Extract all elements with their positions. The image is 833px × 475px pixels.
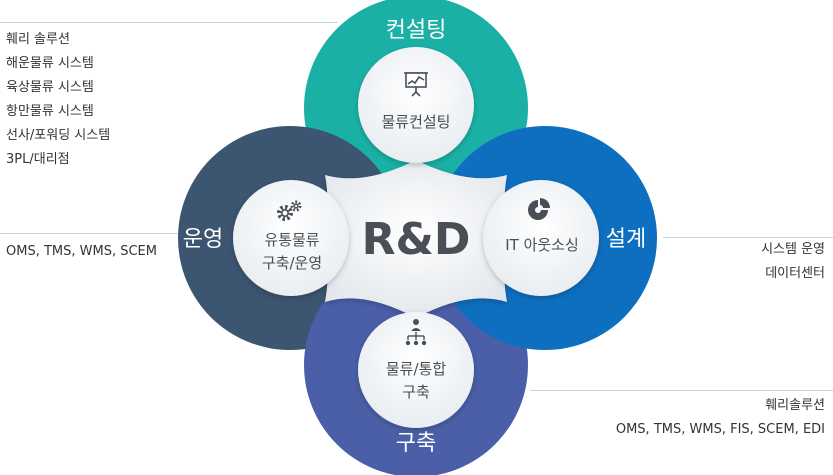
inner-label-right: IT 아웃소싱 <box>505 236 579 254</box>
network-hierarchy-icon <box>405 319 427 346</box>
petal-title-right: 설계 <box>606 227 646 252</box>
list-right: 시스템 운영 데이터센터 <box>761 238 825 286</box>
list-item: 육상물류 시스템 <box>6 80 94 95</box>
list-item: 선사/포워딩 시스템 <box>6 128 111 143</box>
petal-title-left: 운영 <box>183 227 223 252</box>
list-bottom-right: 훼리솔루션 OMS, TMS, WMS, FIS, SCEM, EDI <box>616 394 825 442</box>
list-item: 해운물류 시스템 <box>6 56 94 71</box>
center-star <box>310 160 522 318</box>
list-item: 시스템 운영 <box>761 242 825 257</box>
connector-line-bottom-right <box>530 390 833 391</box>
inner-circle-left <box>233 180 349 296</box>
petal-title-top: 컨설팅 <box>386 18 447 43</box>
inner-label-bottom-1: 물류/통합 <box>386 360 446 378</box>
center-label: R&D <box>362 214 471 265</box>
inner-label-left-1: 유통물류 <box>264 231 319 249</box>
list-item: 훼리솔루션 <box>765 398 825 413</box>
list-item: 3PL/대리점 <box>6 152 70 167</box>
list-left: OMS, TMS, WMS, SCEM <box>6 240 157 264</box>
inner-label-top: 물류컨설팅 <box>381 113 450 131</box>
list-item: OMS, TMS, WMS, SCEM <box>6 244 157 259</box>
list-item: 항만물류 시스템 <box>6 104 94 119</box>
inner-circle-top <box>358 47 474 163</box>
inner-circle-bottom <box>358 312 474 428</box>
inner-circle-right <box>483 180 599 296</box>
connector-line-right <box>663 237 833 238</box>
list-item: 데이터센터 <box>765 266 825 281</box>
list-item: OMS, TMS, WMS, FIS, SCEM, EDI <box>615 422 825 437</box>
gears-icon <box>277 200 302 221</box>
pie-chart-icon <box>528 198 550 220</box>
list-top-left: 훼리 솔루션 해운물류 시스템 육상물류 시스템 항만물류 시스템 선사/포워딩… <box>6 28 110 172</box>
inner-label-bottom-2: 구축 <box>402 383 430 401</box>
list-item: 훼리 솔루션 <box>6 32 70 47</box>
presentation-chart-icon <box>404 72 428 97</box>
inner-label-left-2: 구축/운영 <box>262 254 322 272</box>
petal-title-bottom: 구축 <box>396 431 436 456</box>
connector-line-top-left <box>0 22 338 23</box>
connector-line-left <box>0 233 180 234</box>
